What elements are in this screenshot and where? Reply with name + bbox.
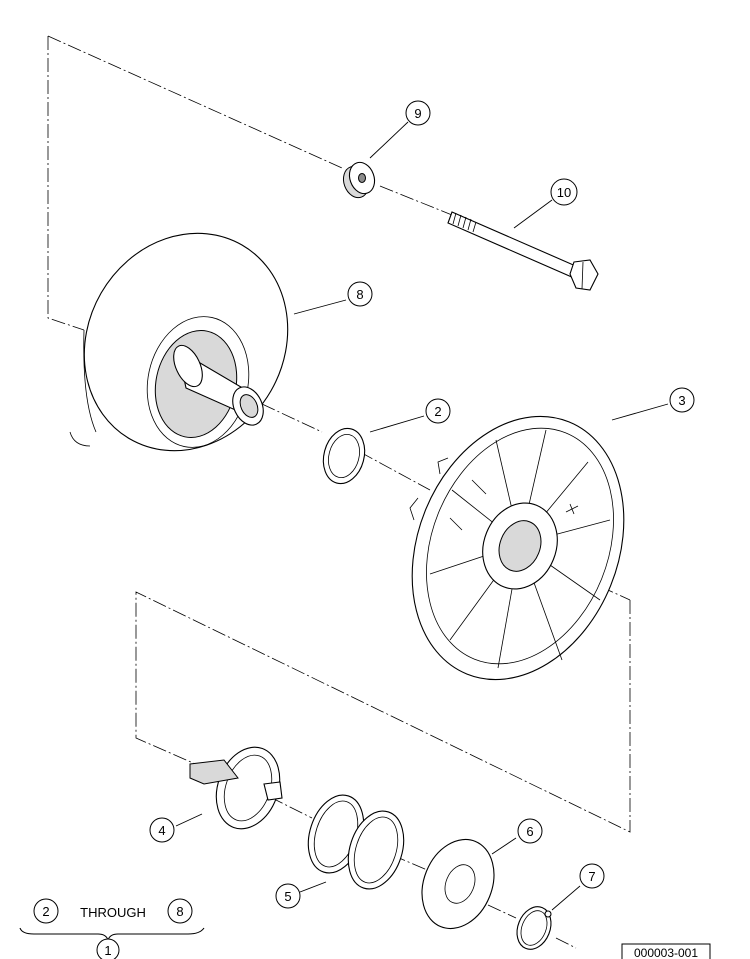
part-6-cup [421,838,495,930]
balloon-label: 7 [588,869,595,884]
axis-line-sheave [519,549,631,601]
balloon-7: 7 [579,863,605,889]
balloon-label: 4 [158,823,165,838]
lower-centerline-frame [135,591,631,833]
balloon-label: 8 [356,287,363,302]
note-from-balloon [33,898,59,924]
note-assembly-label: 1 [104,943,111,958]
balloon-label: 9 [414,106,421,121]
reference-code: 000003-001 [634,946,698,959]
balloon-label: 3 [678,393,685,408]
balloon-label: 5 [284,889,291,904]
note-to-label: 8 [176,904,183,919]
part-2-washer [322,427,366,485]
centerlines [47,35,631,949]
balloon-label: 2 [434,404,441,419]
part-4-ramp [189,746,283,830]
balloon-10: 10 [550,178,578,206]
axis-line-bolt [379,185,453,216]
part-3-movable-sheave [409,415,625,681]
balloon-2: 2 [425,398,451,424]
part-9-spacer [342,161,376,199]
axis-line-top [47,35,343,169]
balloon-8: 8 [347,281,373,307]
assembly-note: 2 THROUGH 8 1 [19,898,205,959]
axis-line-clip [487,904,517,919]
balloon-label: 6 [526,824,533,839]
balloon-5: 5 [275,883,301,909]
balloon-6: 6 [517,818,543,844]
note-assembly-balloon [96,938,120,959]
axis-line-shaft [261,403,323,433]
axis-line-end [555,937,577,949]
part-10-bolt [447,211,599,291]
axis-line-spring [269,796,313,819]
part-7-retaining-ring [516,906,552,950]
balloon-3: 3 [669,387,695,413]
balloon-9: 9 [405,100,431,126]
balloon-4: 4 [149,817,175,843]
note-from-label: 2 [42,904,49,919]
note-through-text: THROUGH [80,905,146,920]
upper-centerline-frame [47,36,85,331]
balloon-label: 10 [557,185,571,200]
reference-code-box: 000003-001 [621,943,711,959]
note-brace [19,927,205,942]
part-8-fixed-sheave [69,232,289,452]
note-to-balloon [167,898,193,924]
axis-line-washer [359,451,431,491]
leader-lines [175,121,669,911]
part-5-spring [307,794,405,890]
